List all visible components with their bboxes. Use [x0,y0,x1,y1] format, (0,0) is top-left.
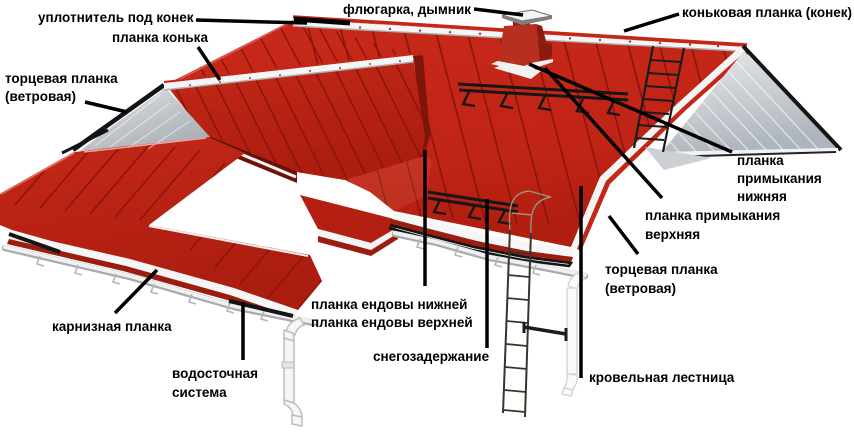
svg-text:система: система [172,385,227,400]
svg-text:кровельная лестница: кровельная лестница [589,370,735,385]
svg-text:(ветровая): (ветровая) [5,89,76,104]
svg-text:планка ендовы верхней: планка ендовы верхней [311,315,473,330]
svg-text:(ветровая): (ветровая) [605,281,676,296]
svg-text:планка ендовы нижней: планка ендовы нижней [311,297,467,312]
svg-text:карнизная планка: карнизная планка [52,319,172,334]
svg-text:снегозадержание: снегозадержание [373,349,490,364]
svg-text:торцевая планка: торцевая планка [605,262,718,277]
svg-text:планка конька: планка конька [112,30,208,45]
svg-text:планка примыкания: планка примыкания [645,208,780,223]
svg-text:флюгарка, дымник: флюгарка, дымник [343,2,471,17]
svg-text:планка: планка [737,153,784,168]
svg-text:водосточная: водосточная [172,366,258,381]
svg-text:примыкания: примыкания [737,171,822,186]
svg-text:верхняя: верхняя [645,227,700,242]
svg-text:уплотнитель под конек: уплотнитель под конек [38,10,194,25]
svg-text:нижняя: нижняя [737,189,787,204]
svg-text:торцевая планка: торцевая планка [5,71,118,86]
svg-text:коньковая планка (конек): коньковая планка (конек) [682,5,852,20]
